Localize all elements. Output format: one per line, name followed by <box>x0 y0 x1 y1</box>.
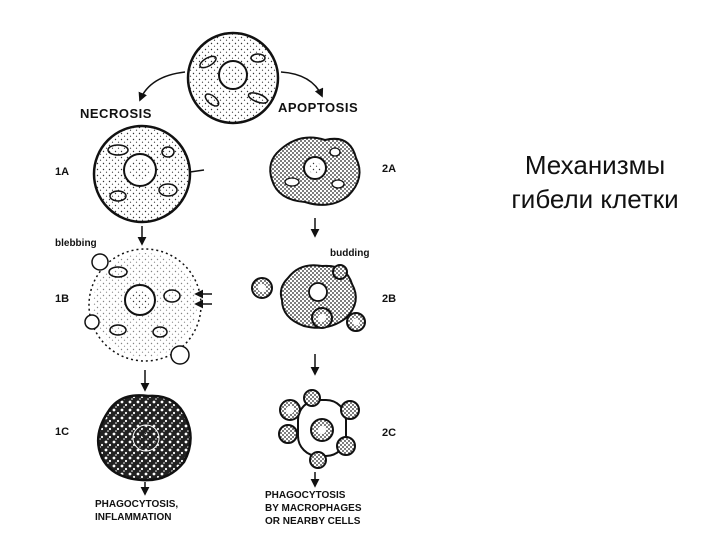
apoptosis-outcome-line1: PHAGOCYTOSIS <box>265 490 346 501</box>
stage-2c-label: 2C <box>382 427 396 439</box>
budding-label: budding <box>330 248 369 259</box>
stage-1a-label: 1A <box>55 166 69 178</box>
necrosis-cell-1a <box>92 124 192 224</box>
necrosis-label: NECROSIS <box>80 106 152 121</box>
stage-2b-label: 2B <box>382 293 396 305</box>
necrosis-cell-1b <box>84 248 202 365</box>
necrosis-outcome-line1: PHAGOCYTOSIS, <box>95 499 178 510</box>
slide-title-line1: Механизмы <box>524 150 666 180</box>
necrosis-outcome-line2: INFLAMMATION <box>95 512 171 523</box>
apoptosis-outcome-line3: OR NEARBY CELLS <box>265 516 361 527</box>
necrosis-cell-1c <box>96 394 192 482</box>
apoptosis-cell-2b <box>251 264 366 332</box>
blebbing-label: blebbing <box>55 238 97 249</box>
arrow-to-apoptosis <box>280 71 324 98</box>
slide-title: Механизмы гибели клетки <box>470 148 720 216</box>
arrow-to-necrosis <box>138 71 186 102</box>
pointer-1a <box>189 169 205 173</box>
apoptosis-cell-2c <box>278 389 360 469</box>
stage-2a-label: 2A <box>382 163 396 175</box>
apoptosis-label: APOPTOSIS <box>278 100 358 115</box>
normal-cell <box>186 31 280 125</box>
stage-1c-label: 1C <box>55 426 69 438</box>
apoptosis-cell-2a <box>269 136 361 206</box>
stage-1b-label: 1B <box>55 293 69 305</box>
slide-title-line2: гибели клетки <box>511 184 679 214</box>
apoptosis-outcome-line2: BY MACROPHAGES <box>265 503 362 514</box>
